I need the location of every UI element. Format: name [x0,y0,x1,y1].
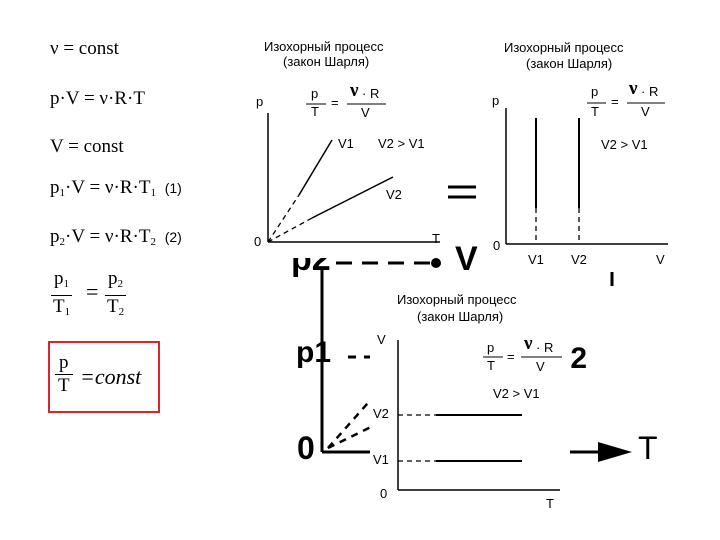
chart-v-t-origin: 0 [380,486,388,501]
chart-v-t-title-1: Изохорный процесс [397,292,517,307]
ratio-frac-1-num: p1 [51,268,73,296]
chart-p-t-v1-label: V1 [338,136,354,151]
chart-p-v-y-label: p [492,93,500,108]
chart-v-t-x-label: T [546,496,554,511]
ratio-frac-1: p1 T1 [50,268,73,323]
chart-v-t-y-label: V [377,332,386,347]
eq-1: p1·V = ν·R·T1 (1) [50,177,182,199]
bg-p1-label: p1 [296,336,332,369]
eq-v-const: V = const [50,136,124,157]
chart-p-t-v2-label: V2 [386,187,402,202]
chart-p-v-title-2: (закон Шарля) [526,56,613,71]
eq1-p-sub: 1 [59,187,66,199]
eq-state: p·V = ν·R·T [50,88,145,109]
chart-p-t-formula-t: T [311,104,319,119]
eq1-rest: ·V = ν·R·T [65,177,151,198]
eq1-tag: (1) [164,180,182,196]
bg-p2-point [431,258,441,268]
chart-p-v-x-label: V [656,252,665,267]
chart-p-v-formula-t: T [591,104,599,119]
eq1-p: p [50,177,60,198]
result-num: p [55,352,73,375]
chart-p-v-formula-v: V [641,104,650,119]
chart-v-t-formula-nu: ν [524,333,533,354]
result-box [48,341,160,413]
chart-p-t-v1-dashed [267,194,300,243]
chart-p-t-formula-v: V [361,105,370,120]
eq1-t-sub: 1 [150,187,156,199]
chart-v-t-formula-r: · R [536,340,554,355]
ratio-frac-2-den: T2 [107,296,125,318]
ratio-frac-1-den: T1 [53,296,71,318]
eq2-p: p [50,226,60,247]
chart-p-v-formula-r: · R [641,84,659,99]
chart-p-t-title-1: Изохорный процесс [264,39,384,54]
chart-v-t-bg [370,286,570,512]
bg-v-fragment: V [455,240,478,278]
chart-p-t-v2-line [311,176,394,219]
chart-v-t-formula-v: V [536,359,545,374]
chart-p-v-v2-label: V2 [571,252,587,267]
chart-p-t-title-2: (закон Шарля) [283,54,370,69]
eq-nu-const: ν = const [50,38,119,59]
ratio-frac-2-num: p2 [105,268,127,296]
chart-p-t-formula-nu: ν [350,80,359,101]
bg-origin-label: 0 [297,430,315,466]
chart-p-v-origin: 0 [493,238,501,253]
chart-p-t-formula-r: · R [362,86,380,101]
chart-v-t-formula-t: T [487,358,495,373]
chart-p-v-title-1: Изохорный процесс [504,40,624,55]
chart-p-t-v1-line [298,139,333,196]
chart-v-t-v1-label: V1 [373,452,389,467]
chart-p-t-bg [250,36,446,258]
result-den: T [58,375,70,396]
chart-p-t-formula-p: p [311,86,319,101]
chart-p-v-v1-label: V1 [528,252,544,267]
chart-v-t-v2-label: V2 [373,406,389,421]
chart-v-t-formula-eq: = [507,349,515,364]
chart-p-v-formula-nu: ν [629,78,638,99]
result-rhs: =const [80,364,142,389]
chart-p-v-v2-gt-v1: V2 > V1 [601,137,648,152]
bg-ray-2 [327,423,376,450]
eq2-t-sub: 2 [150,236,156,248]
chart-p-t-formula-eq: = [331,95,339,110]
eq2-tag: (2) [164,229,182,245]
eq2-rest: ·V = ν·R·T [65,226,151,247]
chart-p-t-origin: 0 [254,234,262,249]
chart-p-t-x-label: T [432,231,440,246]
eq-2: p2·V = ν·R·T2 (2) [50,226,182,248]
bg-t-axis-arrow [598,442,632,462]
chart-p-t-v2-gt-v1: V2 > V1 [378,136,425,151]
ratio-equals: = [86,279,99,304]
bg-t-label: T [638,430,658,466]
eq2-p-sub: 2 [59,236,66,248]
chart-v-t-v2-gt-v1: V2 > V1 [493,386,540,401]
chart-p-t-y-label: p [256,94,264,109]
result-frac: p T [54,352,74,397]
chart-p-v-formula-p: p [591,84,599,99]
chart-v-t-title-2: (закон Шарля) [417,309,504,324]
chart-v-t-formula-p: p [487,340,495,355]
chart-p-v-formula-eq: = [611,94,619,109]
ratio-frac-2: p2 T2 [104,268,127,323]
